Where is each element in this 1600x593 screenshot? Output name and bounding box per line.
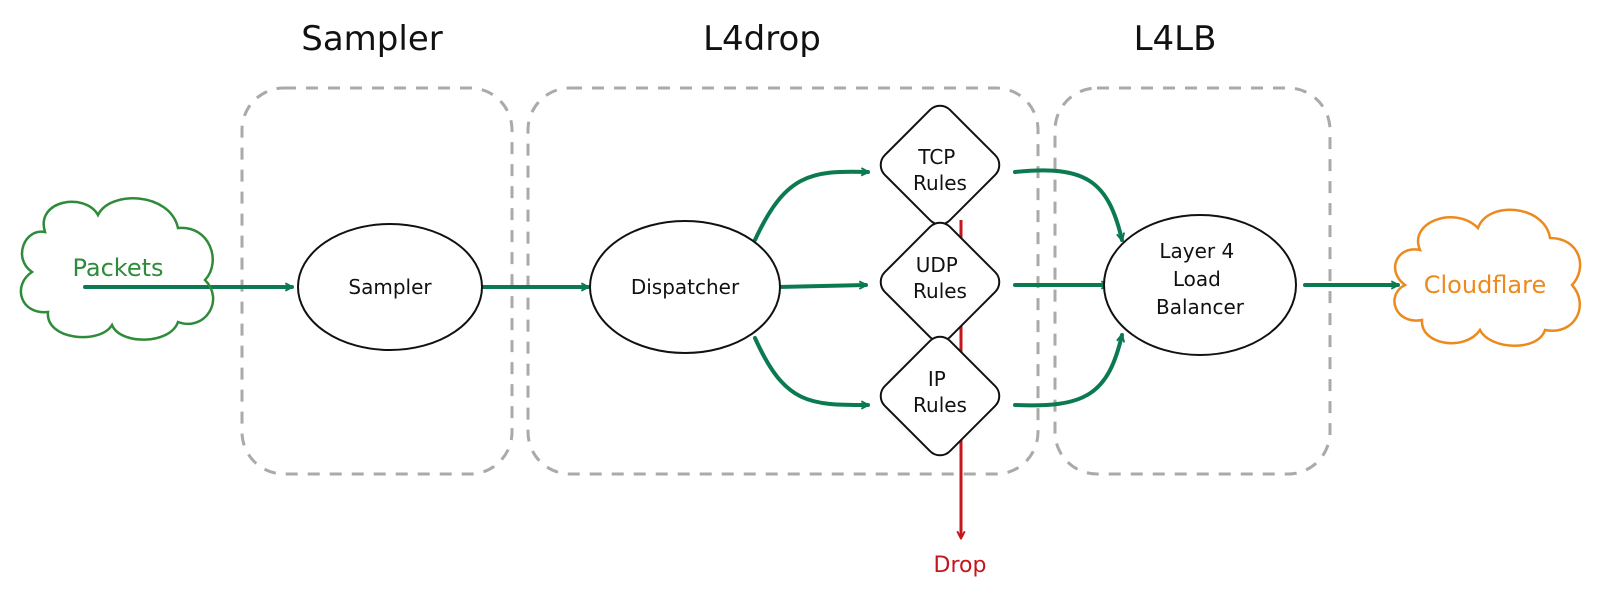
dispatcher-node-label: Dispatcher [631,275,740,299]
dispatcher-to-tcp-arrow [753,172,870,242]
load-balancer-label: Layer 4 Load Balancer [1156,239,1245,319]
packets-label: Packets [72,254,163,282]
cloudflare-cloud [1393,208,1582,347]
load-balancer-node [1103,214,1297,356]
cloudflare-label: Cloudflare [1424,271,1546,299]
ip-rules-node [879,335,1001,457]
tcp-to-lb-arrow [1013,168,1122,240]
l4drop-group-box [526,86,1040,476]
tcp-rules-node [879,104,1001,226]
sampler-group-box [240,86,514,476]
l4drop-group-title: L4drop [703,19,821,59]
drop-label: Drop [934,553,987,578]
l4lb-group-title: L4LB [1134,19,1217,59]
ip-rules-label: IP Rules [913,367,967,417]
sampler-group-title: Sampler [301,19,442,59]
udp-rules-node [879,221,1001,343]
tcp-rules-label: TCP Rules [913,145,967,195]
udp-rules-label: UDP Rules [913,253,967,303]
packets-cloud [19,197,215,341]
dispatcher-to-ip-arrow [753,336,870,405]
sampler-node-label: Sampler [348,275,432,299]
dispatcher-to-udp-arrow [776,285,868,287]
sampler-node [297,223,483,351]
dispatcher-node [589,220,781,354]
l4lb-group-box [1053,86,1332,476]
ip-to-lb-arrow [1013,335,1122,408]
